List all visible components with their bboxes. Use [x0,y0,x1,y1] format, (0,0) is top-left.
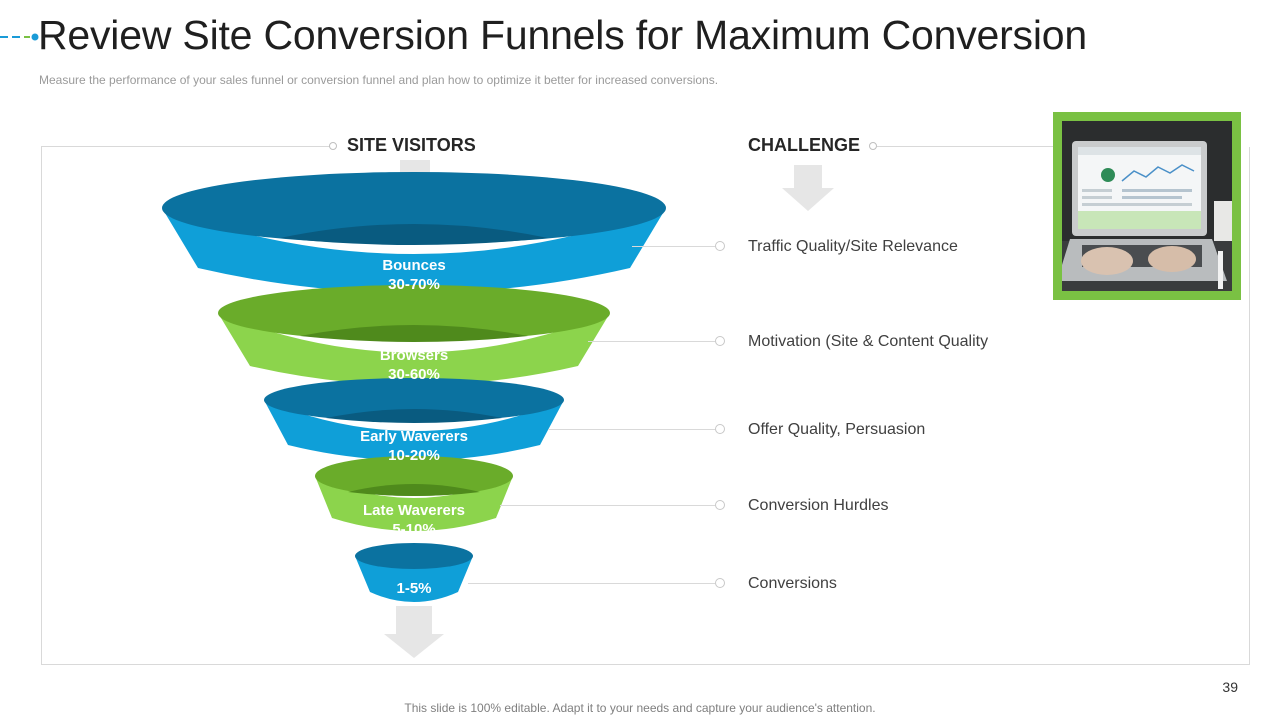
page-number: 39 [1222,679,1238,695]
stage-range: 1-5% [396,580,432,597]
funnel-stage-conversions [355,543,473,602]
laptop-photo [1053,112,1241,300]
conversion-output-arrow-icon [384,606,444,658]
stage-name: Bounces [382,257,446,274]
connector-line-3 [548,429,715,430]
stage-label-early-waverers: Early Waverers 10-20% [314,427,514,465]
connector-dot-2 [715,336,725,346]
funnel-stage-browsers [218,285,610,385]
connector-dot-4 [715,500,725,510]
connector-dot-3 [715,424,725,434]
visitors-heading-dot [329,142,337,150]
connector-line-4 [500,505,715,506]
footer-note: This slide is 100% editable. Adapt it to… [404,701,876,715]
stage-name: Browsers [379,347,449,364]
funnel-stage-late-waverers [315,456,513,531]
visitors-heading-line [41,146,333,147]
challenge-heading: CHALLENGE [748,135,860,155]
stage-range: 5-10% [392,521,436,538]
funnel-stage-bounces [162,172,666,293]
laptop-image-icon [1062,121,1232,291]
challenge-heading-line [877,146,1055,147]
site-visitors-heading: SITE VISITORS [347,135,476,155]
challenge-item-1: Traffic Quality/Site Relevance [748,238,958,255]
connector-line-2 [588,341,715,342]
stage-range: 10-20% [388,447,440,464]
challenge-item-2: Motivation (Site & Content Quality [748,333,989,350]
stage-name: Early Waverers [360,428,468,445]
stage-label-browsers: Browsers 30-60% [314,346,514,384]
challenge-heading-dot [869,142,877,150]
stage-range: 30-70% [388,276,440,293]
page-title: Review Site Conversion Funnels for Maxim… [38,12,1087,58]
connector-dot-5 [715,578,725,588]
funnel-stage-early-waverers [264,378,564,461]
content-frame [41,147,1250,665]
connector-line-5 [468,583,715,584]
stage-range: 30-60% [388,366,440,383]
challenge-item-5: Conversions [748,575,837,592]
challenge-item-3: Offer Quality, Persuasion [748,421,926,438]
page-subtitle: Measure the performance of your sales fu… [39,73,719,87]
challenge-item-4: Conversion Hurdles [748,497,889,514]
stage-name: Late Waverers [363,502,465,519]
title-accent-icon [0,33,39,41]
connector-dot-1 [715,241,725,251]
stage-label-late-waverers: Late Waverers 5-10% [314,501,514,539]
stage-label-bounces: Bounces 30-70% [314,256,514,294]
connector-line-1 [632,246,715,247]
challenge-arrow-icon [782,165,834,211]
stage-label-conversions: 1-5% [314,579,514,598]
